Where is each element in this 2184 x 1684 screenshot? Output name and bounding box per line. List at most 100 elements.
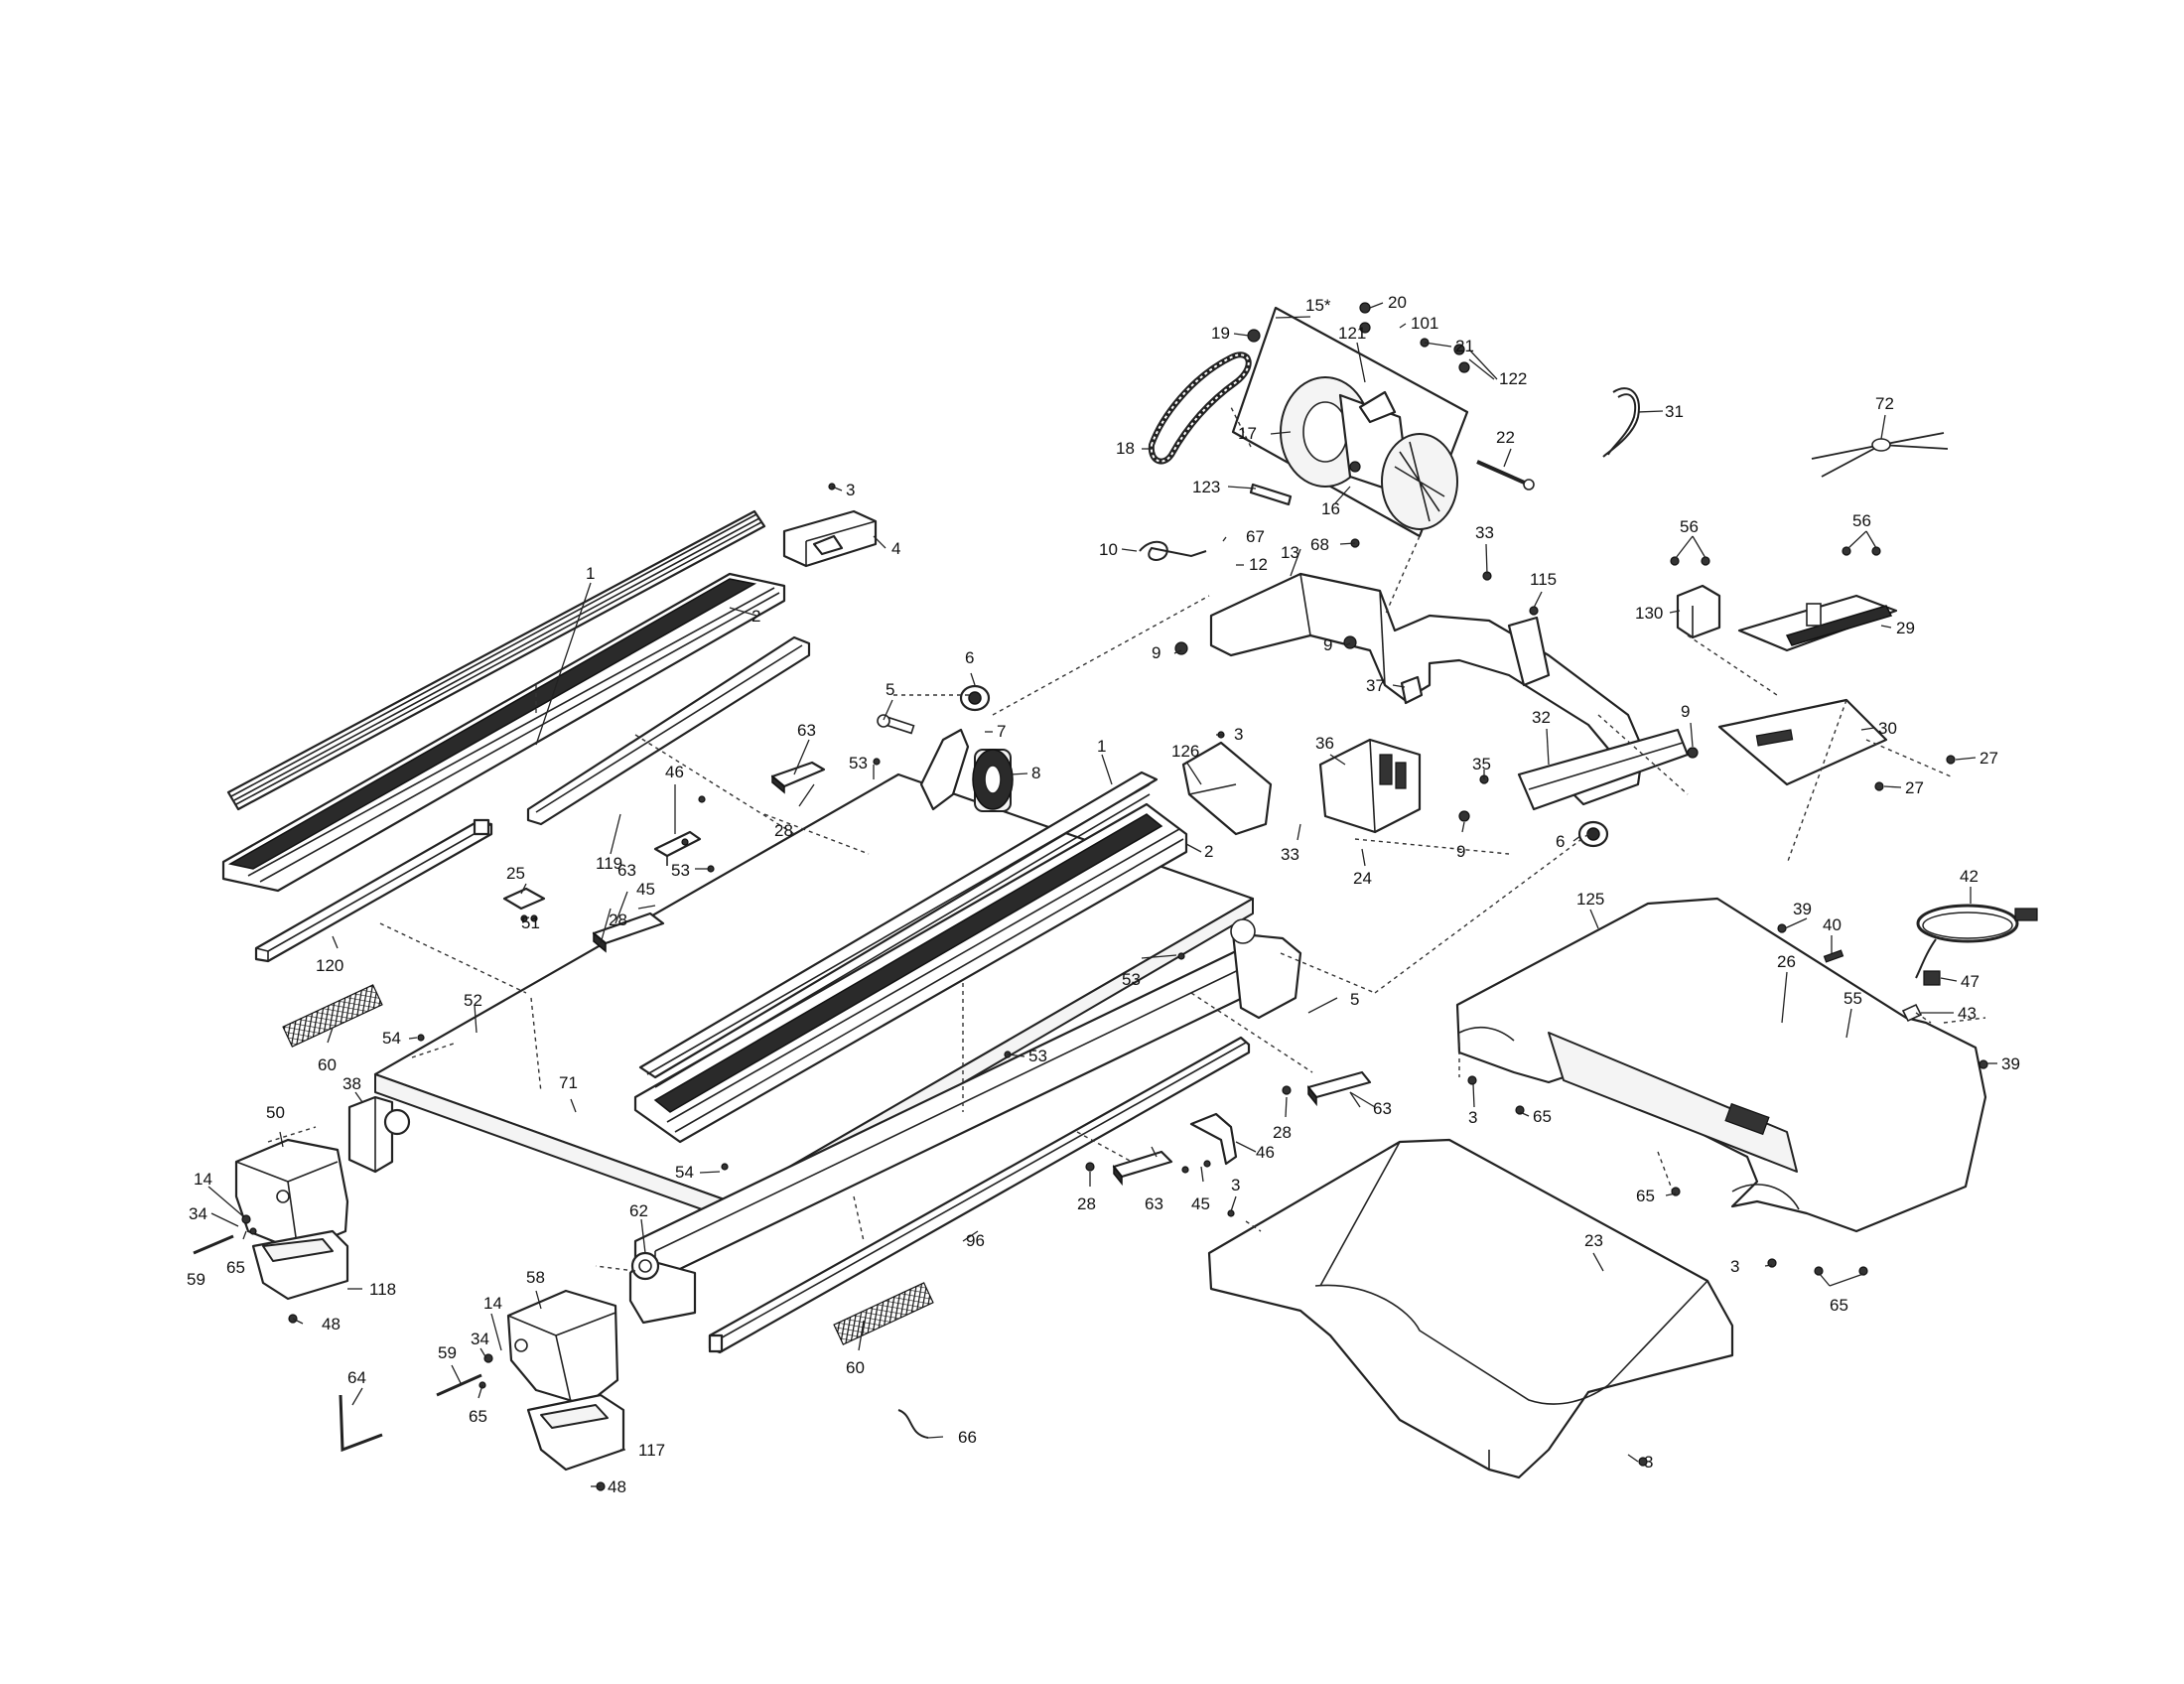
drive-belt: [1148, 351, 1252, 465]
callout-51: 51: [521, 913, 540, 932]
assembly-guide-lines: [267, 406, 1986, 1272]
callout-3: 3: [1644, 1453, 1653, 1472]
callout-4: 4: [891, 539, 900, 558]
callout-5: 5: [1350, 990, 1359, 1009]
endcap-tray-left: [251, 1229, 349, 1301]
mesh-grille-front: [833, 1282, 934, 1345]
frame-bracket-rear-left: [919, 728, 970, 811]
callout-46: 46: [1256, 1143, 1275, 1162]
callout-3: 3: [1730, 1257, 1739, 1276]
rail-end-cap-rear: [782, 509, 878, 568]
callout-125: 125: [1576, 890, 1604, 909]
square-tube-rail: [254, 818, 493, 963]
choke-transformer: [1676, 584, 1721, 639]
callout-13: 13: [1281, 543, 1299, 562]
callout-117: 117: [638, 1441, 665, 1460]
warning-decal: [1823, 949, 1844, 963]
frame-crossbar: [708, 1036, 1251, 1354]
callout-35: 35: [1472, 755, 1491, 773]
endcap-tray-right: [526, 1393, 625, 1472]
callout-27: 27: [1979, 749, 1998, 768]
callout-42: 42: [1960, 867, 1979, 886]
ribbon-cable: [1602, 387, 1640, 458]
callout-53: 53: [1028, 1047, 1047, 1065]
callout-45: 45: [1191, 1194, 1210, 1213]
side-rail-left: [221, 572, 786, 893]
callout-72: 72: [1875, 394, 1894, 413]
callout-34: 34: [189, 1204, 207, 1223]
callout-123: 123: [1192, 478, 1220, 496]
endcap-right: [506, 1289, 619, 1407]
callout-37: 37: [1366, 676, 1385, 695]
callout-2: 2: [751, 607, 760, 626]
callout-25: 25: [506, 864, 525, 883]
callout-9: 9: [1152, 643, 1160, 662]
motor-hood-bracket: [1181, 741, 1273, 836]
callout-48: 48: [322, 1315, 341, 1333]
callout-8: 8: [1031, 764, 1040, 782]
callout-65: 65: [1830, 1296, 1848, 1315]
callout-65: 65: [226, 1258, 245, 1277]
callout-31: 31: [1665, 402, 1684, 421]
callout-45: 45: [636, 880, 655, 899]
callout-96: 96: [966, 1231, 985, 1250]
motor-hood: [1207, 1138, 1734, 1479]
mount-plate: [502, 887, 546, 911]
callout-32: 32: [1532, 708, 1551, 727]
callout-24: 24: [1353, 869, 1372, 888]
callout-53: 53: [1122, 970, 1141, 989]
callout-17: 17: [1238, 424, 1257, 443]
callout-labels: 1 2 3 4 119 120 25 51 46 63 45 28 53 63 …: [187, 293, 2020, 1496]
callout-101: 101: [1411, 314, 1438, 333]
callout-14: 14: [483, 1294, 502, 1313]
callout-121: 121: [1338, 324, 1366, 343]
callout-33: 33: [1281, 845, 1299, 864]
callout-39: 39: [1793, 900, 1812, 918]
callout-3: 3: [1234, 725, 1243, 744]
callout-63: 63: [617, 861, 636, 880]
callout-28: 28: [1273, 1123, 1292, 1142]
ground-wire: [1811, 432, 1949, 478]
base-pan: [1455, 897, 1987, 1233]
callout-67: 67: [1246, 527, 1265, 546]
callout-30: 30: [1878, 719, 1897, 738]
electronics-plate: [1717, 698, 1888, 786]
callout-66: 66: [958, 1428, 977, 1447]
callout-46: 46: [665, 763, 684, 781]
motor-bracket-shim: [1249, 483, 1293, 506]
callout-54: 54: [675, 1163, 694, 1182]
callout-68: 68: [1310, 535, 1329, 554]
callout-3: 3: [1468, 1108, 1477, 1127]
callout-29: 29: [1896, 619, 1915, 637]
callout-1: 1: [586, 564, 595, 583]
callout-47: 47: [1961, 972, 1979, 991]
callout-58: 58: [526, 1268, 545, 1287]
callout-65: 65: [1533, 1107, 1552, 1126]
callout-6: 6: [1556, 832, 1565, 851]
callout-28: 28: [609, 911, 627, 929]
callout-28: 28: [774, 821, 793, 840]
callout-20: 20: [1388, 293, 1407, 312]
callout-2: 2: [1204, 842, 1213, 861]
pad-cushion-right-lower: [1112, 1150, 1173, 1187]
callout-52: 52: [464, 991, 482, 1010]
callout-119: 119: [596, 854, 622, 873]
callout-65: 65: [1636, 1187, 1655, 1205]
screw-59-left: [193, 1234, 234, 1255]
callout-118: 118: [369, 1280, 396, 1299]
callout-34: 34: [471, 1330, 489, 1348]
inner-rail: [526, 635, 811, 826]
callout-53: 53: [849, 754, 868, 772]
callout-130: 130: [1635, 604, 1663, 623]
side-rail-cover-left: [226, 509, 766, 811]
callout-63: 63: [1373, 1099, 1392, 1118]
callout-56: 56: [1852, 511, 1871, 530]
callout-22: 22: [1496, 428, 1515, 447]
roller-wheel: [959, 684, 991, 712]
callout-64: 64: [347, 1368, 366, 1387]
callout-14: 14: [194, 1170, 212, 1189]
side-rail-right: [633, 771, 1188, 1144]
callout-16: 16: [1321, 499, 1340, 518]
callout-126: 126: [1171, 742, 1199, 761]
